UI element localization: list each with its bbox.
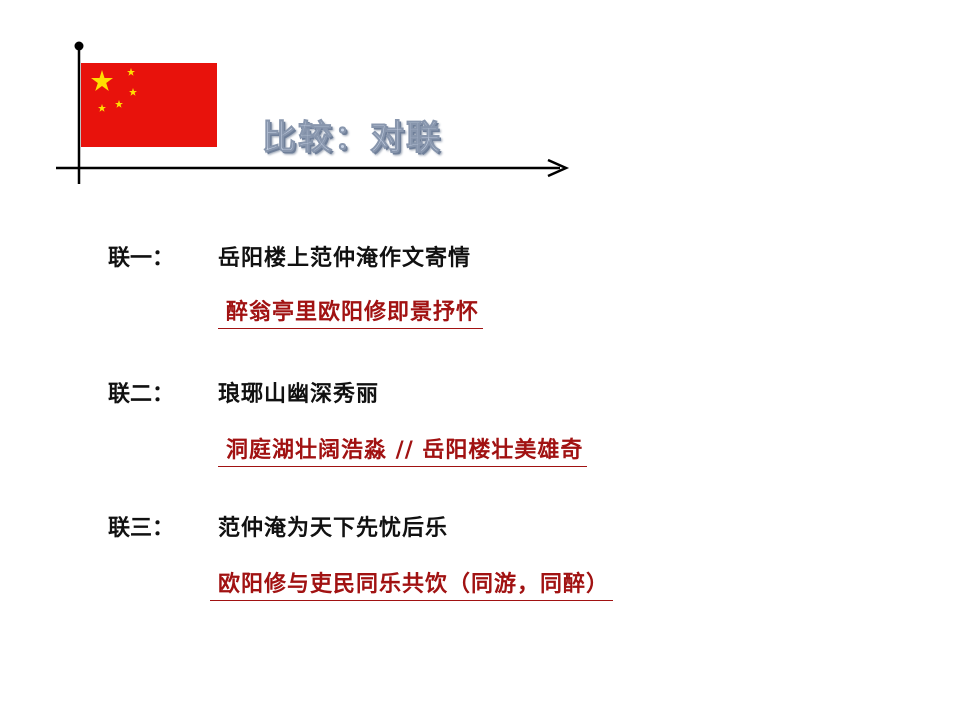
couplet-2-label: 联二： bbox=[108, 382, 175, 407]
flag-small-star-icon bbox=[127, 68, 135, 76]
arrow-head-icon bbox=[547, 158, 570, 178]
couplet-3-label: 联三： bbox=[108, 516, 175, 541]
couplet-1-line: 岳阳楼上范仲淹作文寄情 bbox=[218, 246, 472, 271]
flag-small-star-icon bbox=[129, 88, 137, 96]
flag-small-star-icon bbox=[115, 100, 123, 108]
couplet-3-line: 范仲淹为天下先忧后乐 bbox=[218, 516, 449, 541]
couplet-2-line: 琅琊山幽深秀丽 bbox=[218, 382, 380, 407]
slide-title: 比较：对联 bbox=[262, 118, 442, 159]
flag-small-star-icon bbox=[98, 104, 106, 112]
couplet-3-reply: 欧阳修与吏民同乐共饮（同游，同醉） bbox=[210, 566, 614, 601]
flag-large-star-icon bbox=[91, 70, 113, 91]
couplet-2-reply: 洞庭湖壮阔浩淼 // 岳阳楼壮美雄奇 bbox=[218, 432, 588, 467]
couplet-1-label: 联一： bbox=[108, 246, 175, 271]
couplet-1-reply: 醉翁亭里欧阳修即景抒怀 bbox=[218, 294, 484, 329]
flag-axes-decoration bbox=[56, 41, 570, 184]
pole-top bbox=[74, 41, 84, 51]
